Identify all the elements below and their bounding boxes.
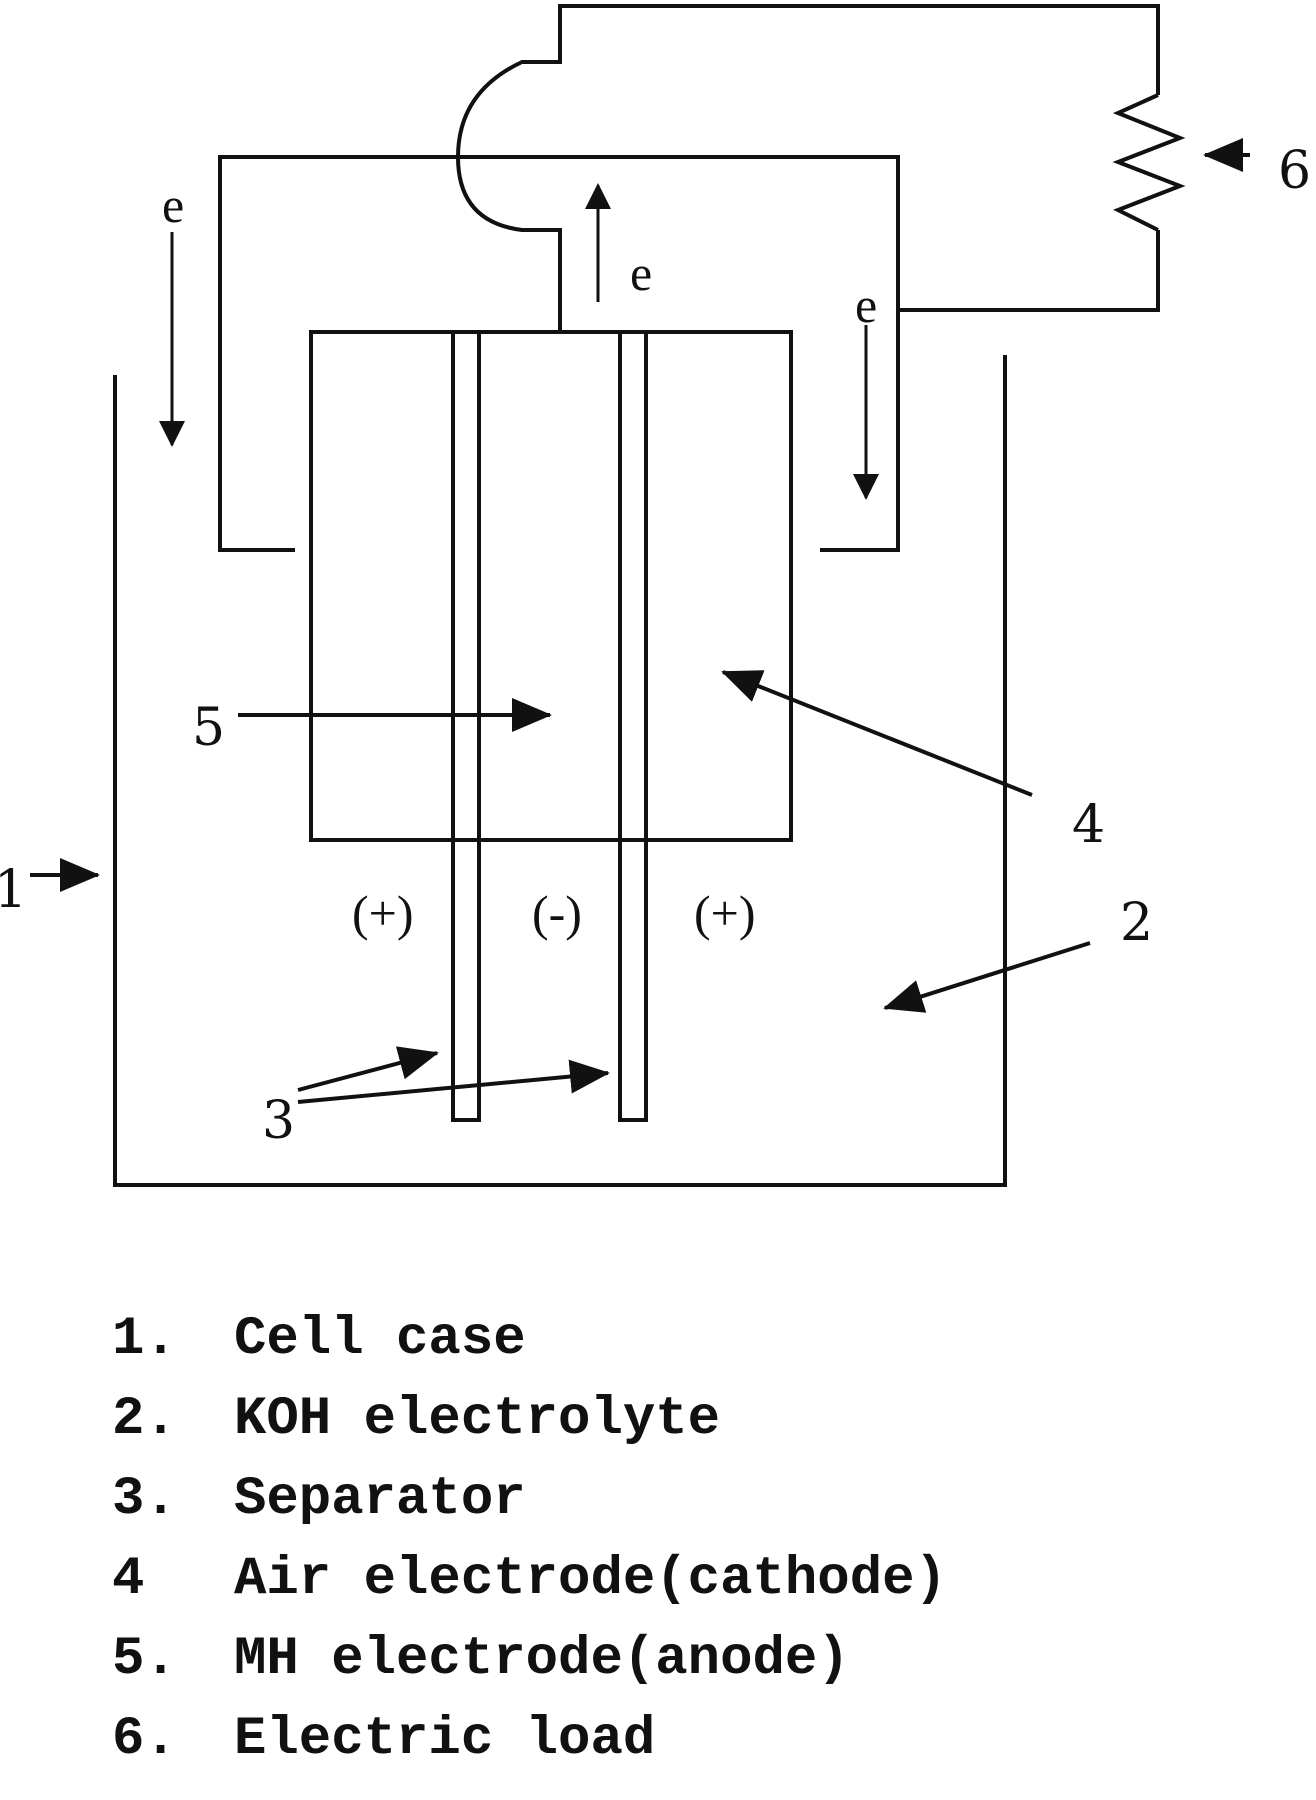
electron-label-anode: e [630, 245, 652, 301]
legend-text: Electric load [234, 1709, 656, 1770]
legend-item: 2. KOH electrolyte [112, 1380, 947, 1460]
cathode-circuit-wire [218, 155, 900, 552]
marker-6: 6 [1278, 141, 1311, 201]
callout-arrow-3b [297, 1059, 610, 1104]
callout-arrow-2 [883, 941, 1091, 1013]
legend: 1. Cell case 2. KOH electrolyte 3. Separato… [112, 1300, 947, 1780]
legend-number: 6. [112, 1709, 177, 1770]
electron-label-right: e [855, 277, 877, 333]
anode-lead-wire [455, 4, 1160, 332]
legend-item: 5. MH electrode(anode) [112, 1620, 947, 1700]
legend-text: Air electrode(cathode) [234, 1549, 947, 1610]
marker-2: 2 [1120, 893, 1153, 953]
legend-text: KOH electrolyte [234, 1389, 721, 1450]
legend-item: 1. Cell case [112, 1300, 947, 1380]
callout-arrow-4 [721, 670, 1033, 797]
polarity-center: (-) [532, 885, 582, 941]
marker-3: 3 [262, 1091, 295, 1151]
electrode-block [309, 330, 793, 842]
marker-1: 1 [0, 860, 27, 920]
legend-number: 2. [112, 1389, 177, 1450]
legend-number: 4 [112, 1549, 145, 1610]
cell-case [113, 355, 1007, 1187]
legend-item: 3. Separator [112, 1460, 947, 1540]
legend-text: Cell case [234, 1309, 526, 1370]
legend-number: 3. [112, 1469, 177, 1530]
polarity-right: (+) [694, 885, 756, 941]
electric-load-resistor [1112, 93, 1186, 232]
legend-number: 1. [112, 1309, 177, 1370]
legend-item: 6. Electric load [112, 1700, 947, 1780]
callout-arrow-3a [297, 1046, 439, 1092]
separator-right [618, 330, 648, 1122]
legend-text: MH electrode(anode) [234, 1629, 850, 1690]
electron-label-left: e [162, 177, 184, 233]
legend-text: Separator [234, 1469, 526, 1530]
separator-left [451, 330, 481, 1122]
legend-item: 4 Air electrode(cathode) [112, 1540, 947, 1620]
marker-5: 5 [192, 698, 225, 758]
polarity-left: (+) [352, 885, 414, 941]
marker-4: 4 [1072, 795, 1105, 855]
load-return-wire [898, 230, 1160, 312]
legend-number: 5. [112, 1629, 177, 1690]
